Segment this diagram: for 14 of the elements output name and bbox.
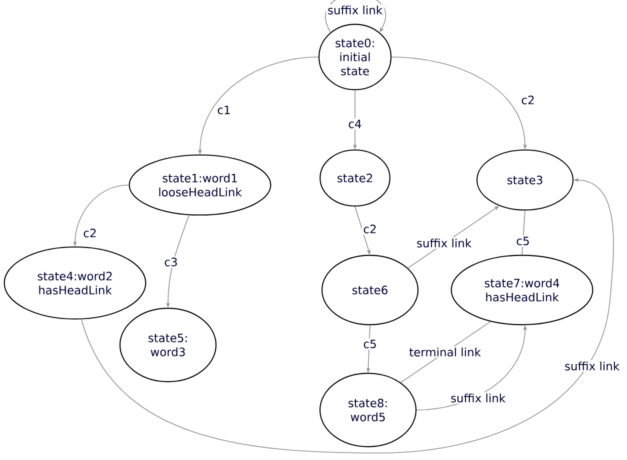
edge-label: c2 xyxy=(362,223,378,235)
edge-label: suffix link xyxy=(563,360,621,372)
edge-label: c2 xyxy=(82,227,98,239)
edge-label: c4 xyxy=(346,118,364,130)
edge-label: suffix link xyxy=(449,392,507,404)
edge-label: c5 xyxy=(514,235,532,247)
edge-label: c2 xyxy=(520,94,536,106)
edge-label: c3 xyxy=(162,256,180,268)
edge-label: c5 xyxy=(362,338,378,350)
edge-label: suffix link xyxy=(326,4,384,16)
arrow xyxy=(326,0,386,33)
edge-label: suffix link xyxy=(415,237,473,249)
edge-label: terminal link xyxy=(408,346,482,358)
edge-label: c1 xyxy=(216,104,232,116)
